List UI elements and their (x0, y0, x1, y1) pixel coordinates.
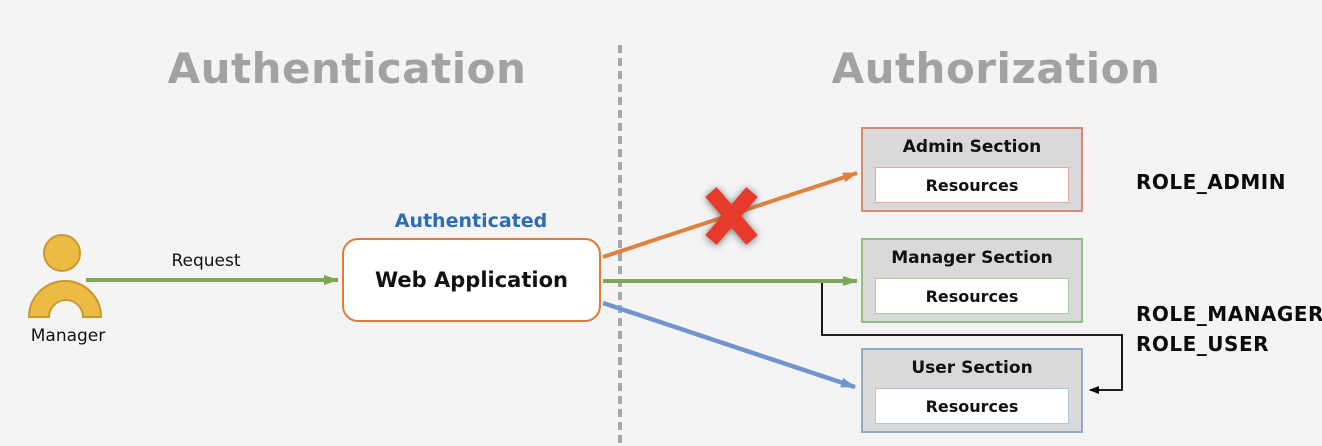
request-arrow-label: Request (171, 251, 241, 271)
user-resources-box: Resources (875, 388, 1069, 424)
manager-actor-label: Manager (30, 326, 106, 346)
manager-person-icon (27, 234, 103, 318)
admin-section-box: Admin Section Resources (861, 127, 1083, 212)
role-admin-label: ROLE_ADMIN (1136, 170, 1286, 194)
admin-resources-label: Resources (925, 175, 1019, 195)
web-application-label: Web Application (375, 268, 568, 292)
role-manager-label: ROLE_MANAGER (1136, 302, 1322, 326)
authorization-heading: Authorization (831, 44, 1161, 93)
user-section-title: User Section (911, 358, 1033, 378)
manager-resources-label: Resources (925, 286, 1019, 306)
authenticated-status-label: Authenticated (394, 210, 548, 232)
access-denied-x-icon (705, 187, 758, 245)
manager-section-box: Manager Section Resources (861, 238, 1083, 323)
role-hierarchy-connector (821, 283, 1123, 394)
user-resources-label: Resources (925, 396, 1019, 416)
manager-resources-box: Resources (875, 278, 1069, 314)
user-access-arrow (602, 300, 856, 390)
manager-section-title: Manager Section (891, 248, 1053, 268)
user-section-box: User Section Resources (861, 348, 1083, 433)
authentication-heading: Authentication (167, 44, 527, 93)
web-application-node: Web Application (342, 238, 601, 322)
admin-resources-box: Resources (875, 167, 1069, 203)
admin-section-title: Admin Section (902, 137, 1042, 157)
role-user-label: ROLE_USER (1136, 332, 1270, 356)
